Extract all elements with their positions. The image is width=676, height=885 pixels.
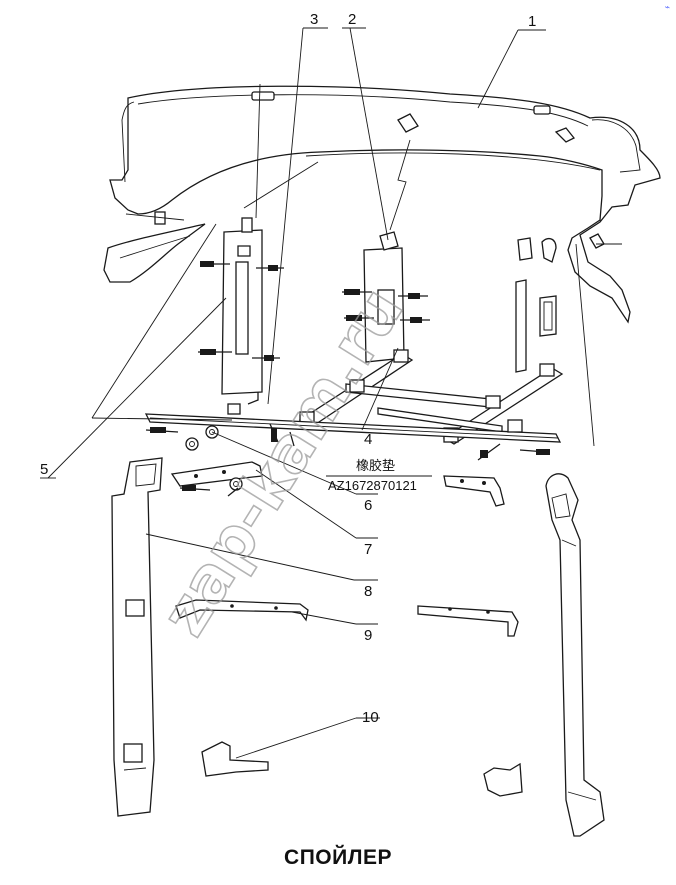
part-4-support-frame bbox=[298, 349, 564, 445]
part-7-small-bracket bbox=[170, 461, 263, 497]
part-9-lower-bracket bbox=[175, 599, 309, 622]
callout-1: 1 bbox=[528, 13, 536, 30]
callout-10: 10 bbox=[362, 709, 379, 726]
callout-2: 2 bbox=[348, 11, 356, 28]
right-small-bracket bbox=[443, 475, 505, 507]
right-pillar-trim bbox=[545, 473, 605, 837]
callout-5: 5 bbox=[40, 461, 48, 478]
callout-3: 3 bbox=[310, 11, 318, 28]
corner-logo-icon: ⌁ bbox=[664, 2, 670, 12]
callout-9: 9 bbox=[364, 627, 372, 644]
right-upright-and-clips bbox=[515, 237, 557, 373]
part-10-foot-bracket bbox=[201, 741, 523, 797]
part-number-label: AZ1672870121 bbox=[328, 478, 417, 493]
callout-6: 6 bbox=[364, 497, 372, 514]
diagram-caption: СПОЙЛЕР bbox=[284, 846, 392, 869]
right-lower-bracket bbox=[417, 605, 519, 637]
center-mount-bracket bbox=[342, 231, 430, 363]
part-8-left-pillar-trim bbox=[111, 457, 163, 817]
callout-8: 8 bbox=[364, 583, 372, 600]
part-code-label: 橡胶垫 bbox=[356, 458, 395, 473]
bottom-rail bbox=[144, 403, 562, 461]
left-mount-bracket bbox=[198, 217, 284, 405]
callout-labels: 3 2 1 5 4 6 7 8 9 10 橡胶垫 AZ1672870121 bbox=[40, 11, 536, 726]
leader-lines bbox=[40, 27, 622, 759]
callout-7: 7 bbox=[364, 541, 372, 558]
callout-4: 4 bbox=[364, 431, 372, 448]
